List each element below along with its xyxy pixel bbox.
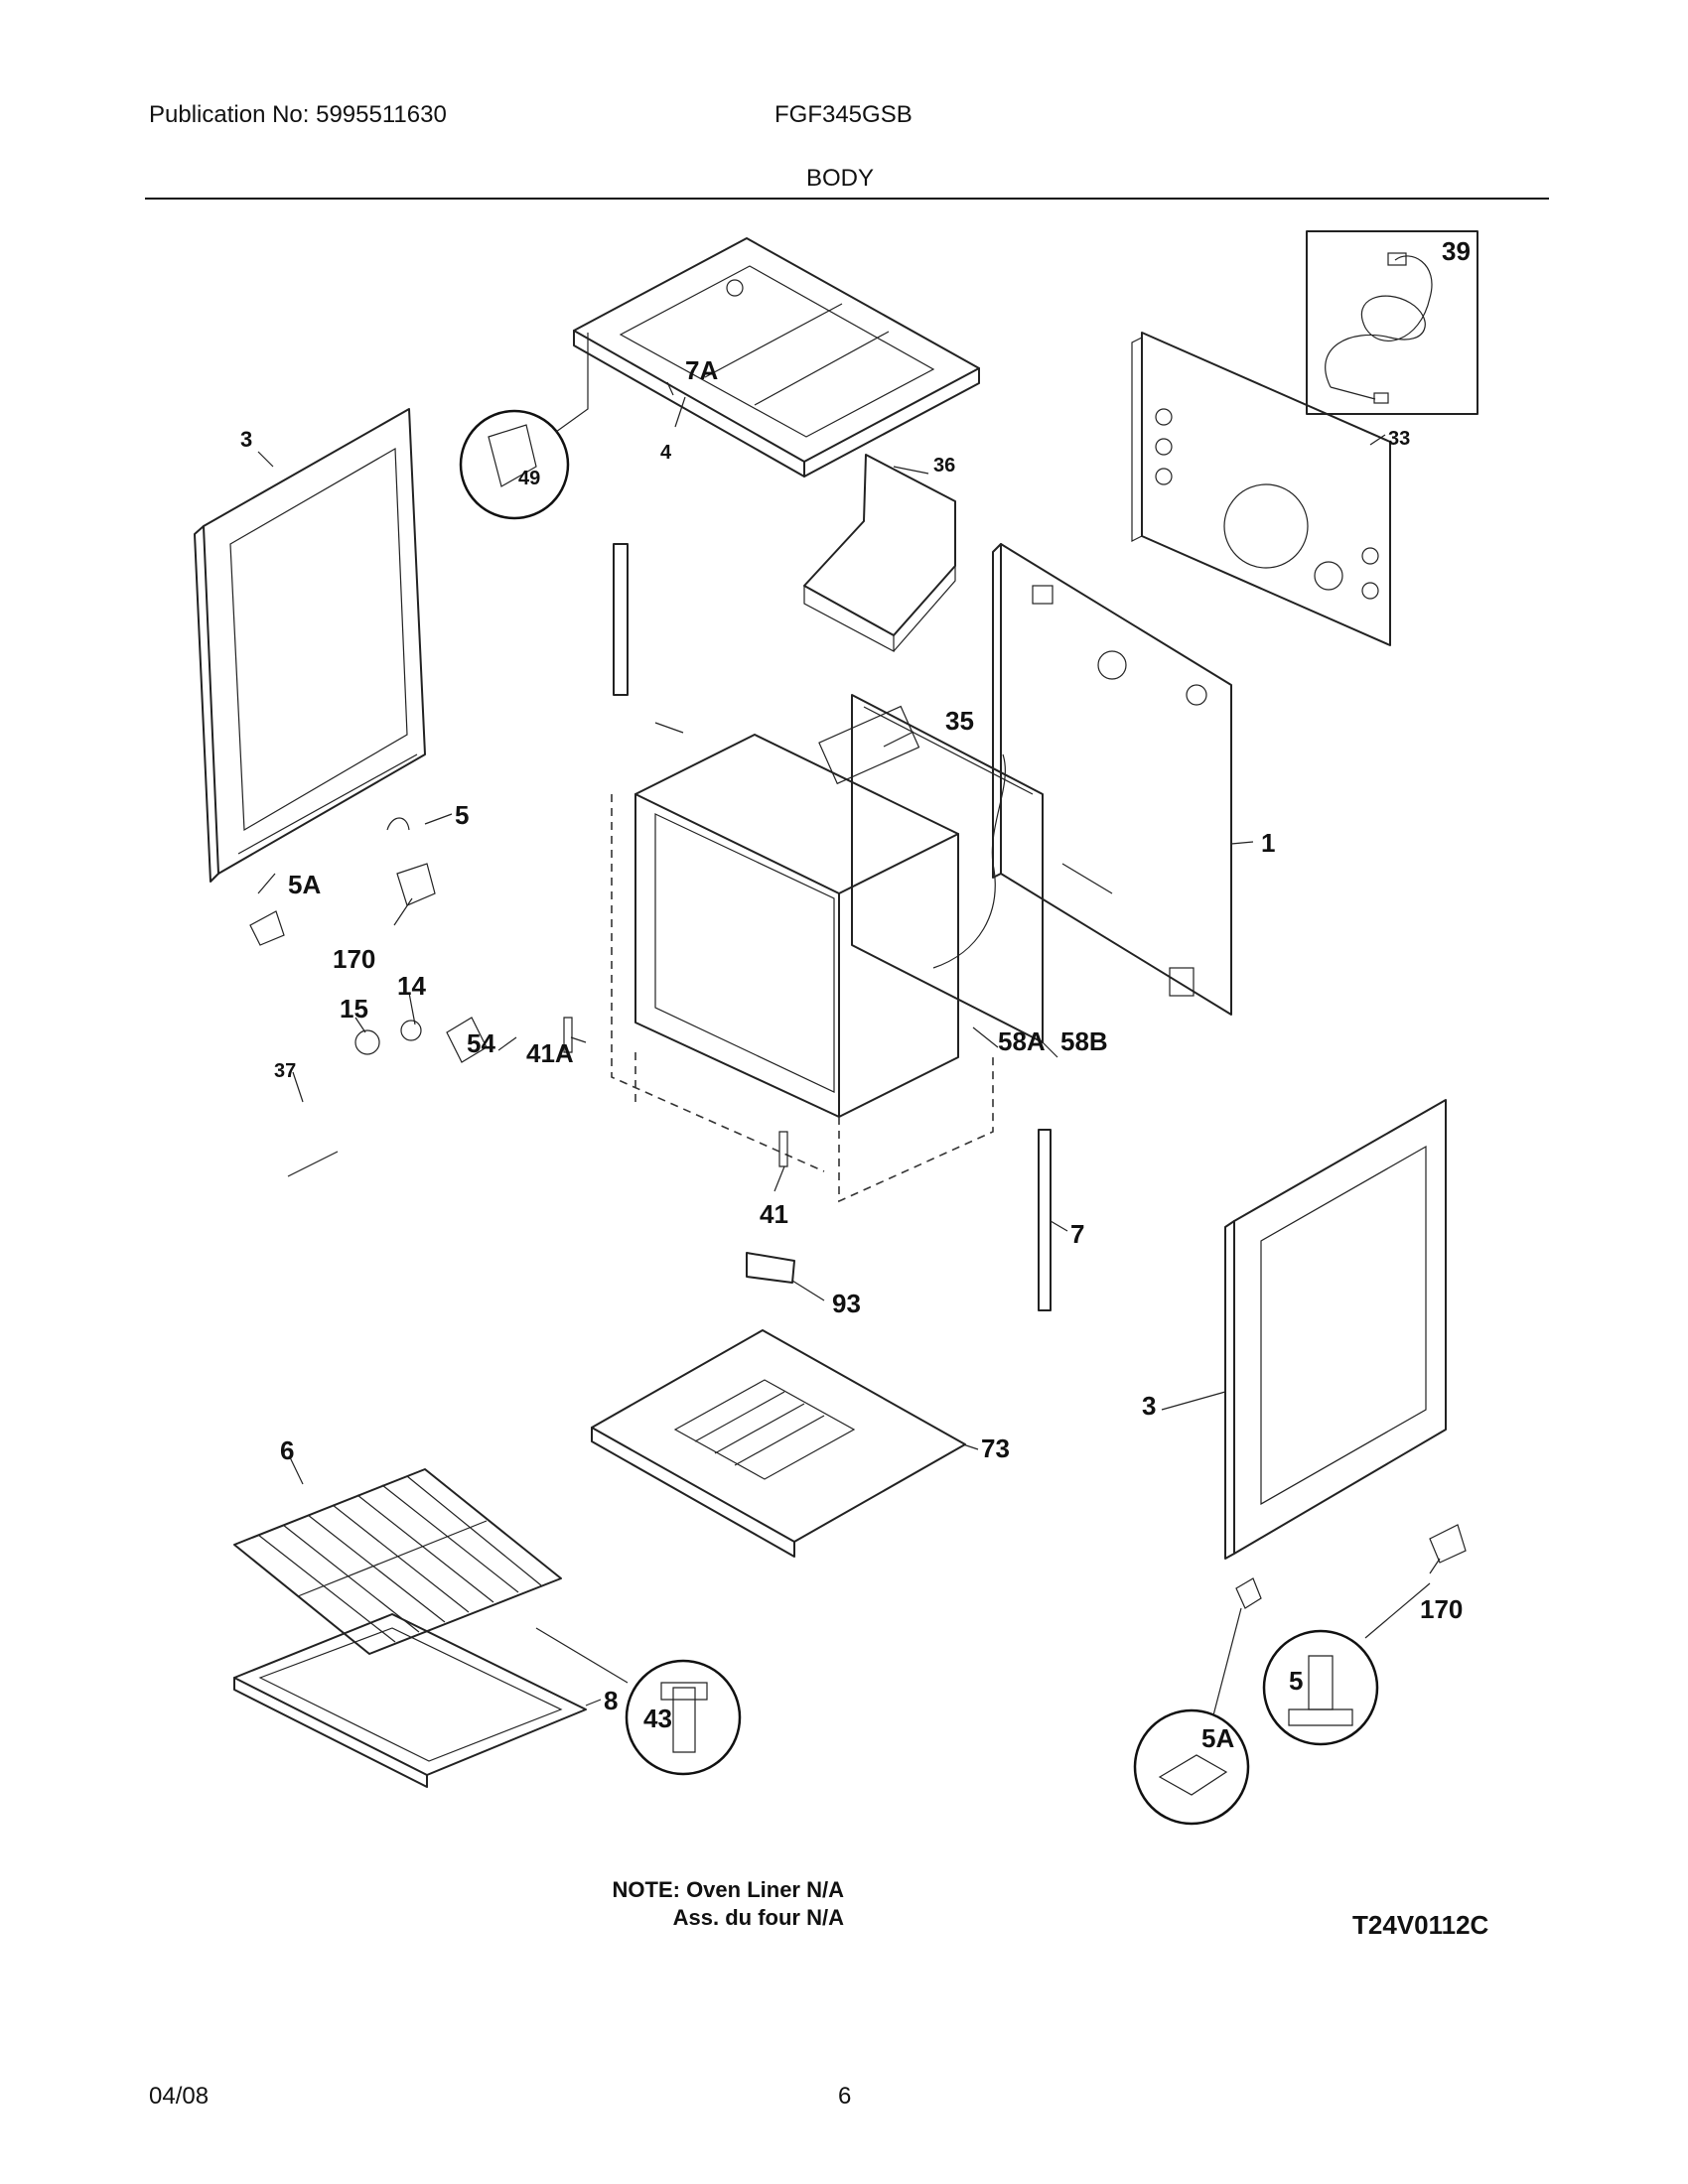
- callout-73: 73: [981, 1433, 1010, 1463]
- oven-bottom-part: [591, 1329, 966, 1558]
- callout-49: 49: [518, 468, 540, 489]
- callout-14: 14: [397, 971, 426, 1001]
- power-cord-inset: [1306, 230, 1478, 415]
- note-line-french: Ass. du four N/A: [672, 1905, 844, 1930]
- callout-93: 93: [832, 1289, 861, 1318]
- callout-15: 15: [340, 994, 368, 1024]
- right-side-panel-part: [1224, 1099, 1447, 1560]
- detail-circle-5A: [1133, 1708, 1250, 1826]
- callout-1: 1: [1261, 828, 1275, 858]
- leader-lines: [257, 333, 1441, 1716]
- callout-41: 41: [760, 1199, 788, 1229]
- callout-5-left: 5: [455, 800, 469, 830]
- left-side-panel-part: [194, 408, 426, 883]
- callout-4: 4: [660, 442, 672, 464]
- callout-170-right: 170: [1420, 1594, 1463, 1624]
- detail-circle-43: [625, 1659, 742, 1776]
- callout-35: 35: [945, 706, 974, 736]
- callout-7: 7: [1070, 1219, 1084, 1249]
- callout-58B: 58B: [1060, 1026, 1108, 1056]
- back-panel-part: [992, 543, 1232, 1016]
- note-block: NOTE: Oven Liner N/A Ass. du four N/A: [556, 1876, 844, 1932]
- section-title: BODY: [806, 165, 875, 192]
- callout-58A: 58A: [998, 1026, 1046, 1056]
- callout-5A-right: 5A: [1201, 1723, 1234, 1753]
- header-rule: [145, 198, 1549, 200]
- callout-54: 54: [467, 1028, 495, 1058]
- callout-5A-left: 5A: [288, 870, 321, 899]
- callout-5-right: 5: [1289, 1666, 1303, 1696]
- diagram-code: T24V0112C: [1352, 1910, 1489, 1940]
- callout-3-right: 3: [1142, 1391, 1156, 1421]
- callout-170-left: 170: [333, 944, 375, 974]
- oven-frame-part: [611, 694, 1044, 1203]
- publication-number: Publication No: 5995511630: [149, 101, 447, 128]
- callout-7A: 7A: [685, 355, 718, 385]
- detail-circle-5: [1262, 1629, 1379, 1746]
- callout-33: 33: [1388, 428, 1410, 450]
- callout-41A: 41A: [526, 1038, 574, 1068]
- callout-43: 43: [643, 1704, 672, 1733]
- callout-labels: 39 3 4 49 36 33 7A 35 1 5 5A 170 14 15 5…: [240, 236, 1471, 1753]
- top-panel-part: [573, 237, 980, 478]
- oven-rack-part: [233, 1468, 562, 1655]
- model-number: FGF345GSB: [774, 101, 913, 128]
- detail-circle-49: [459, 409, 570, 520]
- callout-37: 37: [274, 1060, 296, 1082]
- footer-date: 04/08: [149, 2083, 210, 2110]
- note-line-english: NOTE: Oven Liner N/A: [612, 1877, 844, 1902]
- callout-8: 8: [604, 1686, 618, 1715]
- callout-3-left: 3: [240, 427, 252, 452]
- broiler-pan-part: [233, 1613, 587, 1788]
- detail-circles: [459, 409, 1379, 1826]
- burner-shield-part: [803, 454, 956, 652]
- small-parts: [249, 543, 1467, 1609]
- rear-cover-part: [1131, 332, 1391, 646]
- callout-6: 6: [280, 1435, 294, 1465]
- footer-page-number: 6: [838, 2083, 852, 2110]
- callout-36: 36: [933, 455, 955, 477]
- callout-39: 39: [1442, 236, 1471, 266]
